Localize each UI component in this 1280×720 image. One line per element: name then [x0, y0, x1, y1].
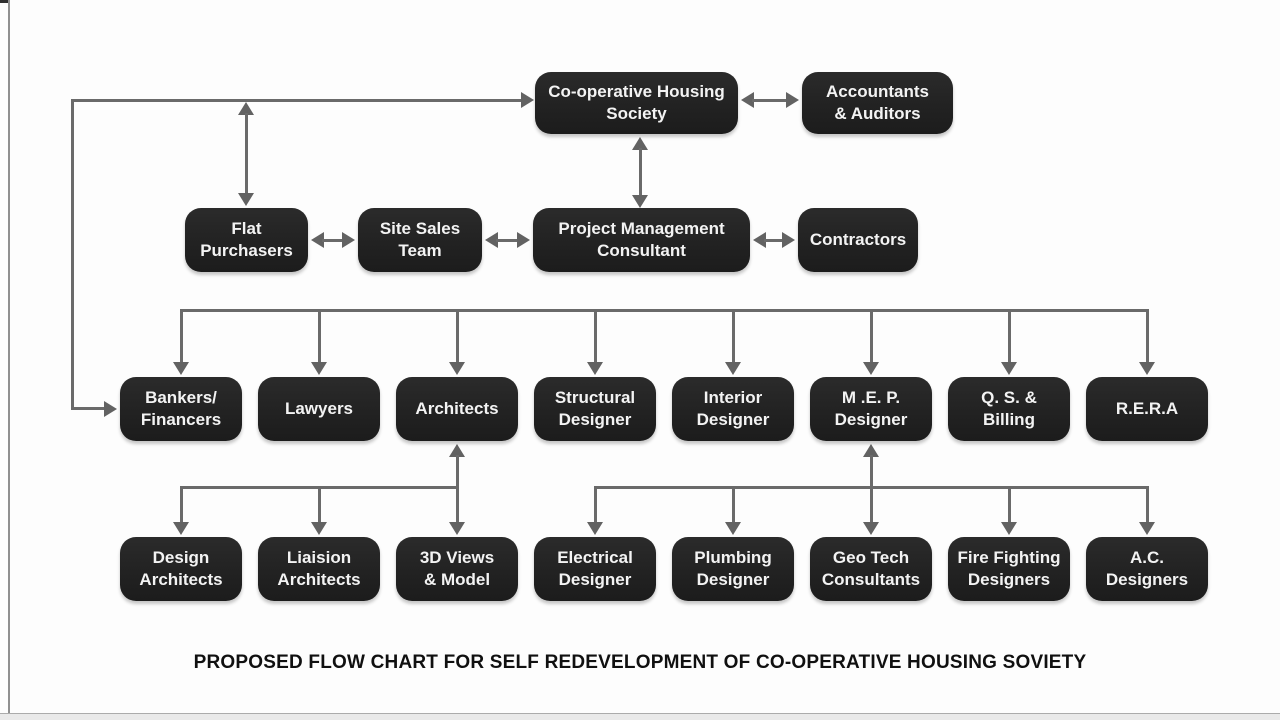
connector-drop-qs [1008, 309, 1011, 363]
connector-mep-bus [594, 486, 1149, 489]
node-qs-billing: Q. S. & Billing [948, 377, 1070, 441]
arrowhead-into-bankers [104, 401, 117, 417]
node-electrical-designer: Electrical Designer [534, 537, 656, 601]
arrowhead-drop-plumbing [725, 522, 741, 535]
node-ac-designers: A.C. Designers [1086, 537, 1208, 601]
connector-drop-ac [1146, 486, 1149, 523]
arrowhead-pmc-left [753, 232, 766, 248]
connector-drop-rera [1146, 309, 1149, 363]
node-bankers-financers: Bankers/ Financers [120, 377, 242, 441]
connector-drop-plumbing [732, 486, 735, 523]
node-3d-views-model: 3D Views & Model [396, 537, 518, 601]
connector-row3-bus [180, 309, 1149, 312]
connector-society-accountants [752, 99, 788, 102]
arrowhead-pmc-down [632, 195, 648, 208]
arrowhead-contractors-right [782, 232, 795, 248]
arrowhead-flat-left [311, 232, 324, 248]
frame-corner-mark [0, 0, 9, 3]
arrowhead-drop-structural [587, 362, 603, 375]
node-flat-purchasers: Flat Purchasers [185, 208, 308, 272]
arrowhead-architects-up [449, 444, 465, 457]
node-plumbing-designer: Plumbing Designer [672, 537, 794, 601]
arrowhead-accountants-right [786, 92, 799, 108]
node-design-architects: Design Architects [120, 537, 242, 601]
connector-drop-lawyers [318, 309, 321, 363]
arrowhead-sitesales-right [342, 232, 355, 248]
arrowhead-flat-up [238, 102, 254, 115]
node-geo-tech-consultants: Geo Tech Consultants [810, 537, 932, 601]
arrowhead-drop-rera [1139, 362, 1155, 375]
connector-pmc-contractors [764, 239, 784, 242]
arrowhead-drop-design-architects [173, 522, 189, 535]
connector-society-pmc [639, 148, 642, 197]
arrowhead-drop-qs [1001, 362, 1017, 375]
connector-drop-design-architects [180, 486, 183, 523]
node-co-operative-housing-society: Co-operative Housing Society [535, 72, 738, 134]
connector-drop-liaision-architects [318, 486, 321, 523]
arrowhead-3dviews-down [449, 522, 465, 535]
arrowhead-drop-mep [863, 362, 879, 375]
connector-drop-firefighting [1008, 486, 1011, 523]
arrowhead-geotech-down [863, 522, 879, 535]
connector-mep-geotech [870, 455, 873, 524]
arrowhead-drop-firefighting [1001, 522, 1017, 535]
arrowhead-drop-bankers [173, 362, 189, 375]
arrowhead-sitesales-left [485, 232, 498, 248]
arrowhead-mep-up [863, 444, 879, 457]
connector-topline [72, 99, 522, 102]
connector-drop-architects [456, 309, 459, 363]
node-accountants-auditors: Accountants & Auditors [802, 72, 953, 134]
node-rera: R.E.R.A [1086, 377, 1208, 441]
arrowhead-drop-lawyers [311, 362, 327, 375]
arrowhead-society-up [632, 137, 648, 150]
arrowhead-drop-liaision-architects [311, 522, 327, 535]
node-mep-designer: M .E. P. Designer [810, 377, 932, 441]
connector-drop-mep [870, 309, 873, 363]
connector-drop-bankers [180, 309, 183, 363]
frame-bottom-line [0, 712, 1280, 714]
connector-sitesales-pmc [496, 239, 519, 242]
connector-drop-interior [732, 309, 735, 363]
arrowhead-pmc-right [517, 232, 530, 248]
node-liaision-architects: Liaision Architects [258, 537, 380, 601]
connector-left-rail [71, 99, 74, 410]
connector-drop-electrical [594, 486, 597, 523]
arrowhead-drop-electrical [587, 522, 603, 535]
arrowhead-drop-interior [725, 362, 741, 375]
node-fire-fighting-designers: Fire Fighting Designers [948, 537, 1070, 601]
node-site-sales-team: Site Sales Team [358, 208, 482, 272]
connector-drop-structural [594, 309, 597, 363]
node-structural-designer: Structural Designer [534, 377, 656, 441]
connector-flat-sitesales [322, 239, 344, 242]
arrowhead-into-society [521, 92, 534, 108]
node-project-management-consultant: Project Management Consultant [533, 208, 750, 272]
connector-architects-3dviews [456, 455, 459, 524]
node-interior-designer: Interior Designer [672, 377, 794, 441]
arrowhead-flat-down [238, 193, 254, 206]
arrowhead-drop-ac [1139, 522, 1155, 535]
arrowhead-drop-architects [449, 362, 465, 375]
frame-left-line [8, 0, 10, 713]
node-lawyers: Lawyers [258, 377, 380, 441]
node-architects: Architects [396, 377, 518, 441]
chart-title: PROPOSED FLOW CHART FOR SELF REDEVELOPME… [193, 652, 1087, 673]
node-contractors: Contractors [798, 208, 918, 272]
connector-flat-topline [245, 113, 248, 196]
connector-left-rail-stub [71, 407, 105, 410]
frame-bottom-strip [0, 714, 1280, 720]
arrowhead-society-left [741, 92, 754, 108]
